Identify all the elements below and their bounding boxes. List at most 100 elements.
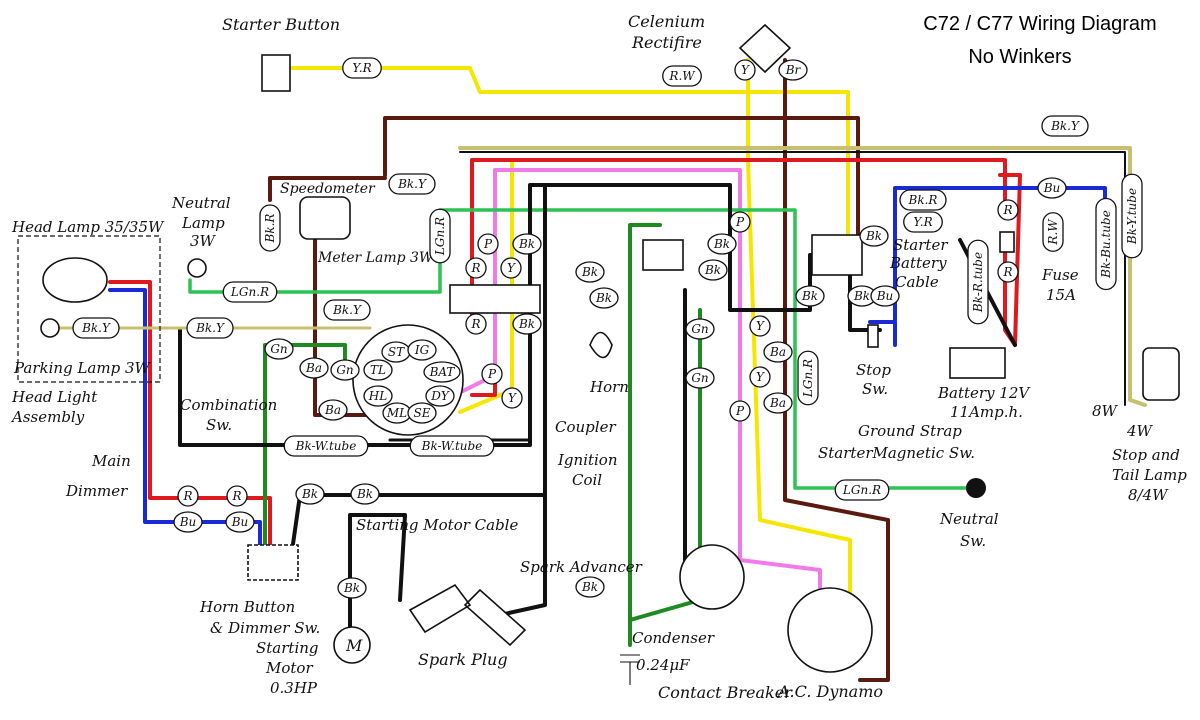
label-fuse-1: Fuse	[1041, 266, 1079, 284]
wire-tag-text: Ba	[305, 361, 322, 375]
wire-tag-text: Bk-R.tube	[971, 252, 985, 313]
wire-tag-bk: Bk	[859, 225, 889, 247]
wire-tag-text: Gn	[270, 342, 287, 356]
speedometer-icon	[299, 196, 351, 240]
wire-tag-gn: Gn	[264, 338, 294, 360]
wire-tag-outline	[797, 350, 819, 406]
wire-tag-outline	[342, 57, 382, 79]
wire-tag-outline	[299, 357, 329, 379]
label-stop-tail-2: Tail Lamp	[1112, 466, 1187, 484]
wire-tag-bk-ytube: Bk-Y.tube	[1121, 173, 1143, 259]
label-starter-battery-1: Starter	[893, 236, 948, 254]
wire-tag-lgnr: LGn.R	[797, 350, 819, 406]
contact-breaker-icon	[679, 544, 745, 610]
wire-tag-outline	[834, 479, 890, 501]
wire-tag-outline	[1042, 212, 1064, 252]
wire-tag-bk-rtube: Bk-R.tube	[967, 239, 989, 325]
wire-tag-gn: Gn	[330, 359, 360, 381]
wire-tag-text: Bu	[876, 289, 894, 303]
wire-tag-text: Gn	[691, 322, 708, 336]
ac-dynamo-icon	[787, 587, 873, 673]
wire-tag-text: P	[487, 367, 497, 381]
wire-tag-rw: R.W	[1042, 212, 1064, 252]
wire-tag-outline	[685, 318, 715, 340]
rectifier-icon	[738, 23, 792, 74]
wire-tag-text: Bk-W.tube	[295, 439, 357, 453]
wire-tag-outline	[1095, 197, 1117, 291]
wire-tag-text: Bk	[518, 237, 535, 251]
label-condenser-2: 0.24μF	[636, 656, 690, 674]
wire-tag-p: P	[477, 233, 499, 255]
wire-tag-lgnr: LGn.R	[429, 208, 451, 264]
wire-tag-bk: Bk	[589, 287, 619, 309]
wire-tag-text: Bk.Y	[1050, 119, 1080, 133]
wire-tag-text: Bk.Y	[332, 303, 362, 317]
wire-tag-text: Bk	[853, 289, 870, 303]
label-stop-tail-1: Stop and	[1112, 446, 1180, 464]
label-battery-1: Battery 12V	[937, 384, 1031, 402]
wire-tag-text: Bk	[301, 487, 318, 501]
wire-tag-text: ST	[388, 345, 405, 359]
wire-tag-text: R	[182, 489, 192, 503]
wire-tag-outline	[350, 483, 380, 505]
wire-tag-bk: Bk	[575, 261, 605, 283]
label-contact-breaker: Contact Breaker	[658, 683, 793, 702]
wire-tag-outline	[859, 225, 889, 247]
wire-tag-text: Br	[785, 63, 802, 77]
label-main: Main	[91, 452, 131, 470]
label-neutral-sw-1: Neutral	[939, 510, 999, 528]
wire-tag-text: Bu	[231, 515, 249, 529]
starter-magnetic-switch-icon	[811, 234, 863, 276]
wire-tag-text: Bk.R	[908, 193, 938, 207]
wire-tag-text: Y.R	[352, 61, 371, 75]
wire-tag-outline	[222, 281, 278, 303]
horn-icon	[589, 331, 613, 359]
wire-tag-yr: Y.R	[342, 57, 382, 79]
wire-tag-bk-wtube: Bk-W.tube	[409, 435, 495, 457]
wire-tag-outline	[465, 257, 487, 279]
label-ground-strap: Ground Strap	[858, 422, 962, 440]
wire-tag-outline	[589, 287, 619, 309]
wire-tag-text: LGn.R	[801, 359, 815, 398]
wire-tag-outline	[662, 65, 702, 87]
wire-tag-outline	[177, 485, 199, 507]
wire-tag-bk: Bk	[512, 313, 542, 335]
wire-tag-outline	[264, 338, 294, 360]
wire-tag-text: Bk	[356, 487, 373, 501]
wire-tag-text: Bk.Y	[81, 321, 111, 335]
wire-tag-outline	[173, 511, 203, 533]
wire-tag-text: Bu	[1043, 181, 1061, 195]
wire-tag-outline	[795, 285, 825, 307]
wire-tag-outline	[388, 173, 436, 195]
label-starter-button: Starter Button	[222, 15, 340, 34]
wire-tag-text: Bk	[865, 229, 882, 243]
label-head-lamp: Head Lamp 35/35W	[11, 218, 165, 236]
wire-tag-outline	[899, 189, 947, 211]
label-starting-motor-cable: Starting Motor Cable	[356, 516, 518, 534]
wire-tag-text: P	[735, 404, 745, 418]
wire-tag-outline	[363, 359, 393, 381]
wire-tag-text: Bk	[343, 581, 360, 595]
wire-tag-outline	[501, 387, 523, 409]
wire-tag-outline	[481, 363, 503, 385]
wire-tag-text: BAT	[429, 365, 456, 379]
label-speedometer: Speedometer	[280, 181, 376, 197]
wire-brown-main	[383, 58, 890, 682]
label-spark-plug: Spark Plug	[418, 650, 508, 669]
wire-tag-outline	[870, 285, 900, 307]
wire-tag-text: SE	[414, 406, 431, 420]
parking-lamp-icon	[40, 318, 60, 338]
wire-tag-text: Bk.Y	[195, 321, 225, 335]
fuse-icon	[999, 231, 1015, 253]
wire-tag-bu: Bu	[1037, 177, 1067, 199]
wire-tag-text: ML	[386, 406, 407, 420]
wire-tag-lgnr: LGn.R	[834, 479, 890, 501]
label-starting-motor-3: 0.3HP	[270, 679, 318, 697]
wire-tag-outline	[967, 239, 989, 325]
label-stop-sw-2: Sw.	[862, 380, 888, 398]
starter-button-icon	[261, 54, 291, 92]
wire-tag-text: Bk.Y	[397, 177, 427, 191]
wire-tag-bky: Bk.Y	[323, 299, 371, 321]
wire-tag-text: IG	[414, 343, 430, 357]
wire-tag-y: Y	[734, 59, 756, 81]
